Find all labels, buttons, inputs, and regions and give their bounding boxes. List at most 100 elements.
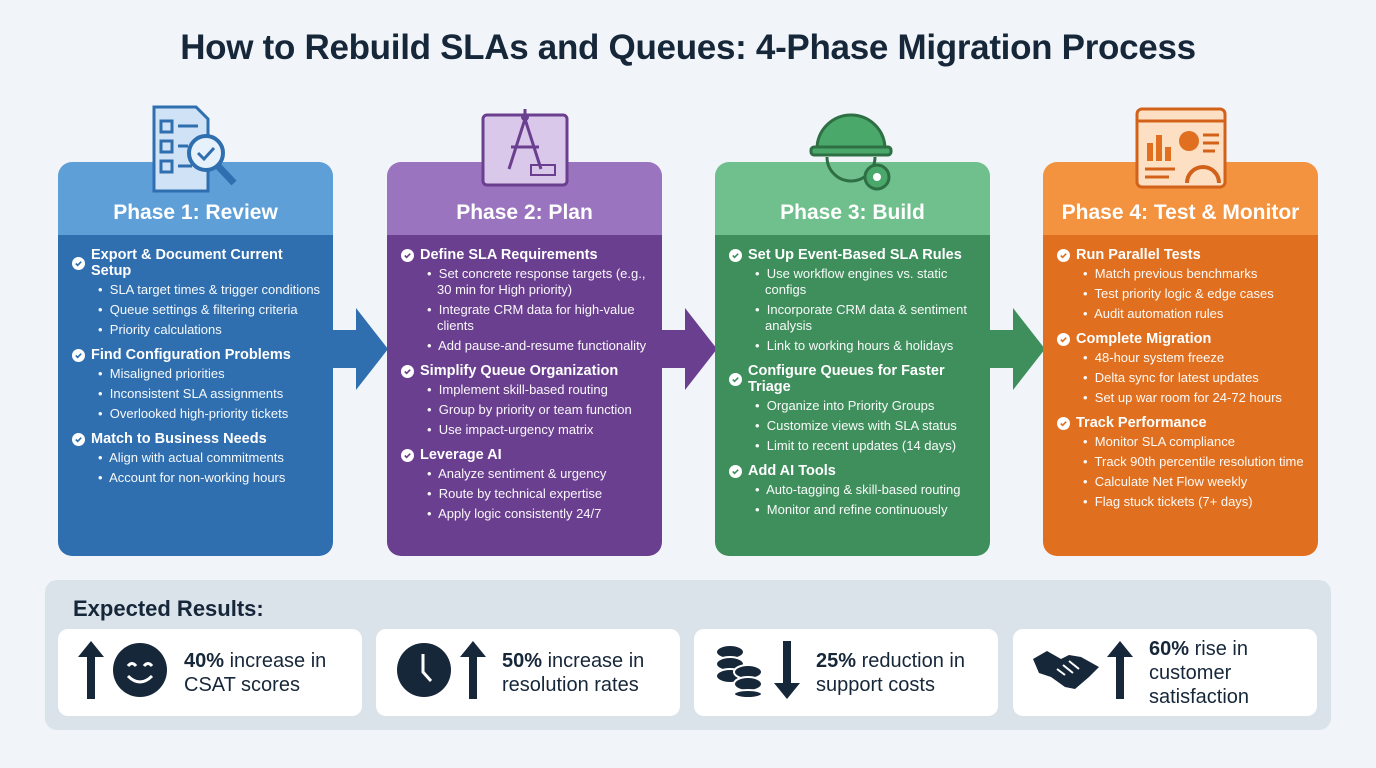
phase-section: Complete Migration• 48-hour system freez… (1057, 331, 1308, 406)
bullet-item: • Analyze sentiment & urgency (427, 466, 607, 481)
phase-section: Match to Business Needs • Align with actu… (72, 431, 323, 486)
arrow-down-icon (774, 641, 800, 704)
phase-section: Export & Document Current Setup • SLA tar… (72, 247, 323, 338)
phase-body: Define SLA Requirements• Set concrete re… (387, 235, 662, 556)
check-circle-icon (401, 248, 414, 262)
result-description: reduction in support costs (816, 649, 965, 696)
arrow-up-icon (78, 641, 104, 704)
bullet-item: • SLA target times & trigger conditions (98, 282, 321, 297)
section-heading: Define SLA Requirements (420, 247, 598, 263)
phase-section: Run Parallel Tests• Match previous bench… (1057, 247, 1308, 322)
bullet-item: • Track 90th percentile resolution time (1083, 454, 1304, 469)
bullet-item: • Use impact-urgency matrix (427, 422, 594, 437)
check-circle-icon (401, 448, 414, 462)
clock-icon (396, 642, 452, 703)
bullet-item: • 48-hour system freeze (1083, 350, 1225, 365)
phase-header: Phase 3: Build (715, 162, 990, 235)
bullet-item: • Integrate CRM data for high-value clie… (427, 302, 635, 333)
dashboard-icon (1131, 103, 1231, 195)
bullet-item: • Misaligned priorities (98, 366, 225, 381)
bullet-item: • Delta sync for latest updates (1083, 370, 1259, 385)
check-circle-icon (1057, 416, 1070, 430)
phase-body: Set Up Event-Based SLA Rules • Use workfl… (715, 235, 990, 556)
bullet-item: • Customize views with SLA status (755, 418, 957, 433)
bullet-item: • Align with actual commitments (98, 450, 284, 465)
smiley-icon (112, 642, 168, 703)
checklist-magnifier-icon (146, 103, 246, 195)
phase-section: Set Up Event-Based SLA Rules • Use workfl… (729, 247, 980, 354)
result-card: 60% rise in customer satisfaction (1013, 629, 1317, 716)
bullet-item: • Flag stuck tickets (7+ days) (1083, 494, 1253, 509)
phase-title: Phase 2: Plan (456, 201, 593, 224)
result-text: 60% rise in customer satisfaction (1149, 637, 1317, 709)
bullet-item: • Organize into Priority Groups (755, 398, 935, 413)
phase-section: Add AI Tools • Auto-tagging & skill-based… (729, 463, 980, 518)
bullet-item: • Route by technical expertise (427, 486, 603, 501)
bullet-item: • Use workflow engines vs. static config… (755, 266, 948, 297)
check-circle-icon (401, 364, 414, 378)
bullet-item: • Implement skill-based routing (427, 382, 608, 397)
bullet-item: • Priority calculations (98, 322, 222, 337)
section-heading: Track Performance (1076, 415, 1207, 431)
result-card: 50% increase in resolution rates (376, 629, 680, 716)
result-value: 40% (184, 649, 225, 672)
section-heading: Find Configuration Problems (91, 347, 291, 363)
expected-results-panel: Expected Results: 40% increase in CSAT s… (45, 580, 1331, 730)
check-circle-icon (72, 432, 85, 446)
phase-section: Configure Queues for Faster Triage • Orga… (729, 363, 980, 454)
arrow-right-icon (983, 308, 1045, 390)
check-circle-icon (72, 256, 85, 270)
phase-section: Leverage AI • Analyze sentiment & urgency… (401, 447, 652, 522)
check-circle-icon (1057, 248, 1070, 262)
result-value: 60% (1149, 637, 1190, 660)
bullet-item: • Inconsistent SLA assignments (98, 386, 284, 401)
result-card: 25% reduction in support costs (694, 629, 998, 716)
blueprint-compass-icon (475, 103, 575, 195)
bullet-item: • Account for non-working hours (98, 470, 286, 485)
bullet-item: • Calculate Net Flow weekly (1083, 474, 1248, 489)
bullet-item: • Test priority logic & edge cases (1083, 286, 1274, 301)
bullet-item: • Incorporate CRM data & sentiment analy… (755, 302, 967, 333)
check-circle-icon (1057, 332, 1070, 346)
phase-section: Define SLA Requirements• Set concrete re… (401, 247, 652, 354)
phase-title: Phase 3: Build (780, 201, 925, 224)
bullet-item: • Monitor and refine continuously (755, 502, 948, 517)
check-circle-icon (729, 248, 742, 262)
section-heading: Leverage AI (420, 447, 502, 463)
coins-icon (714, 642, 766, 703)
phase-section: Track Performance • Monitor SLA complianc… (1057, 415, 1308, 510)
section-heading: Run Parallel Tests (1076, 247, 1201, 263)
section-heading: Set Up Event-Based SLA Rules (748, 247, 962, 263)
bullet-item: • Add pause-and-resume functionality (427, 338, 647, 353)
bullet-item: • Apply logic consistently 24/7 (427, 506, 602, 521)
section-heading: Configure Queues for Faster Triage (748, 363, 945, 395)
bullet-item: • Monitor SLA compliance (1083, 434, 1235, 449)
section-heading: Add AI Tools (748, 463, 836, 479)
bullet-item: • Set up war room for 24-72 hours (1083, 390, 1282, 405)
result-text: 50% increase in resolution rates (502, 649, 680, 697)
bullet-item: • Limit to recent updates (14 days) (755, 438, 957, 453)
result-value: 25% (816, 649, 857, 672)
section-heading: Simplify Queue Organization (420, 363, 619, 379)
bullet-item: • Queue settings & filtering criteria (98, 302, 298, 317)
arrow-right-icon (326, 308, 388, 390)
phase-title: Phase 4: Test & Monitor (1061, 201, 1300, 224)
result-card: 40% increase in CSAT scores (58, 629, 362, 716)
arrow-up-icon (1107, 641, 1133, 704)
bullet-item: • Auto-tagging & skill-based routing (755, 482, 961, 497)
hardhat-gear-icon (803, 103, 903, 195)
phase-body: Run Parallel Tests• Match previous bench… (1043, 235, 1318, 556)
section-heading: Export & Document Current Setup (91, 247, 283, 279)
section-heading: Match to Business Needs (91, 431, 267, 447)
result-value: 50% (502, 649, 543, 672)
handshake-icon (1033, 645, 1099, 700)
page-title: How to Rebuild SLAs and Queues: 4-Phase … (180, 28, 1196, 67)
bullet-item: • Audit automation rules (1083, 306, 1224, 321)
result-description: increase in CSAT scores (184, 649, 327, 696)
phase-section: Find Configuration Problems • Misaligned … (72, 347, 323, 422)
check-circle-icon (729, 372, 742, 386)
